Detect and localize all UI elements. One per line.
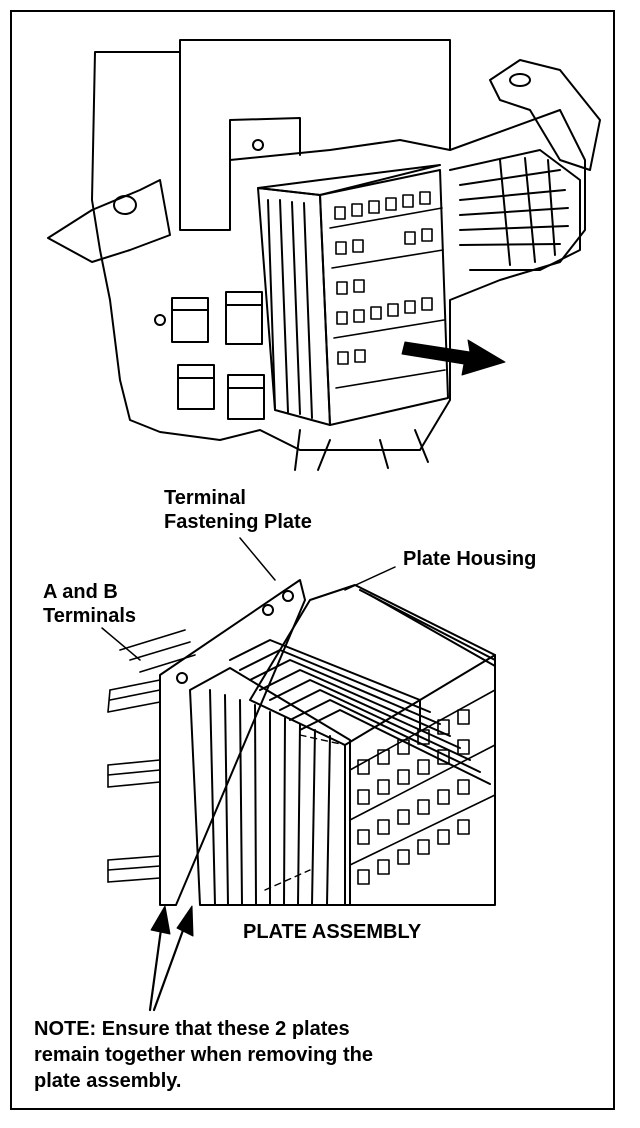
label-plate-housing: Plate Housing xyxy=(403,548,537,570)
note-text: NOTE: Ensure that these 2 plates remain … xyxy=(34,1016,414,1094)
leader-ab-terminals xyxy=(101,627,141,661)
leader-plate-housing xyxy=(344,566,396,591)
label-terminal-fastening-plate: Terminal Fastening Plate xyxy=(164,487,312,533)
relay-1 xyxy=(171,297,209,343)
relay-3 xyxy=(177,364,215,410)
bracket-hole-right xyxy=(509,73,531,87)
terminal-socket-grid xyxy=(329,191,446,389)
plate-socket-grid xyxy=(349,689,496,885)
arrow-right-down-icon xyxy=(401,339,506,376)
arrow-up-icon xyxy=(148,905,194,1012)
relay-2 xyxy=(225,291,263,345)
bracket-hole-left xyxy=(113,195,137,215)
ab-terminals xyxy=(107,629,196,883)
mount-bracket-left xyxy=(47,179,171,263)
plate-housing xyxy=(249,584,496,906)
note-body: Ensure that these 2 plates remain togeth… xyxy=(34,1018,373,1092)
leader-terminal-fastening-plate xyxy=(239,537,276,581)
label-plate-assembly: PLATE ASSEMBLY xyxy=(243,921,422,943)
note-prefix: NOTE: xyxy=(34,1018,97,1040)
mount-bracket-right xyxy=(489,59,601,171)
label-ab-terminals: A and B Terminals xyxy=(43,581,136,627)
plate-assembly-illustration xyxy=(107,579,496,906)
relay-4 xyxy=(227,374,265,420)
fuse-box-illustration xyxy=(47,39,601,471)
terminal-fastening-plate xyxy=(159,579,306,906)
